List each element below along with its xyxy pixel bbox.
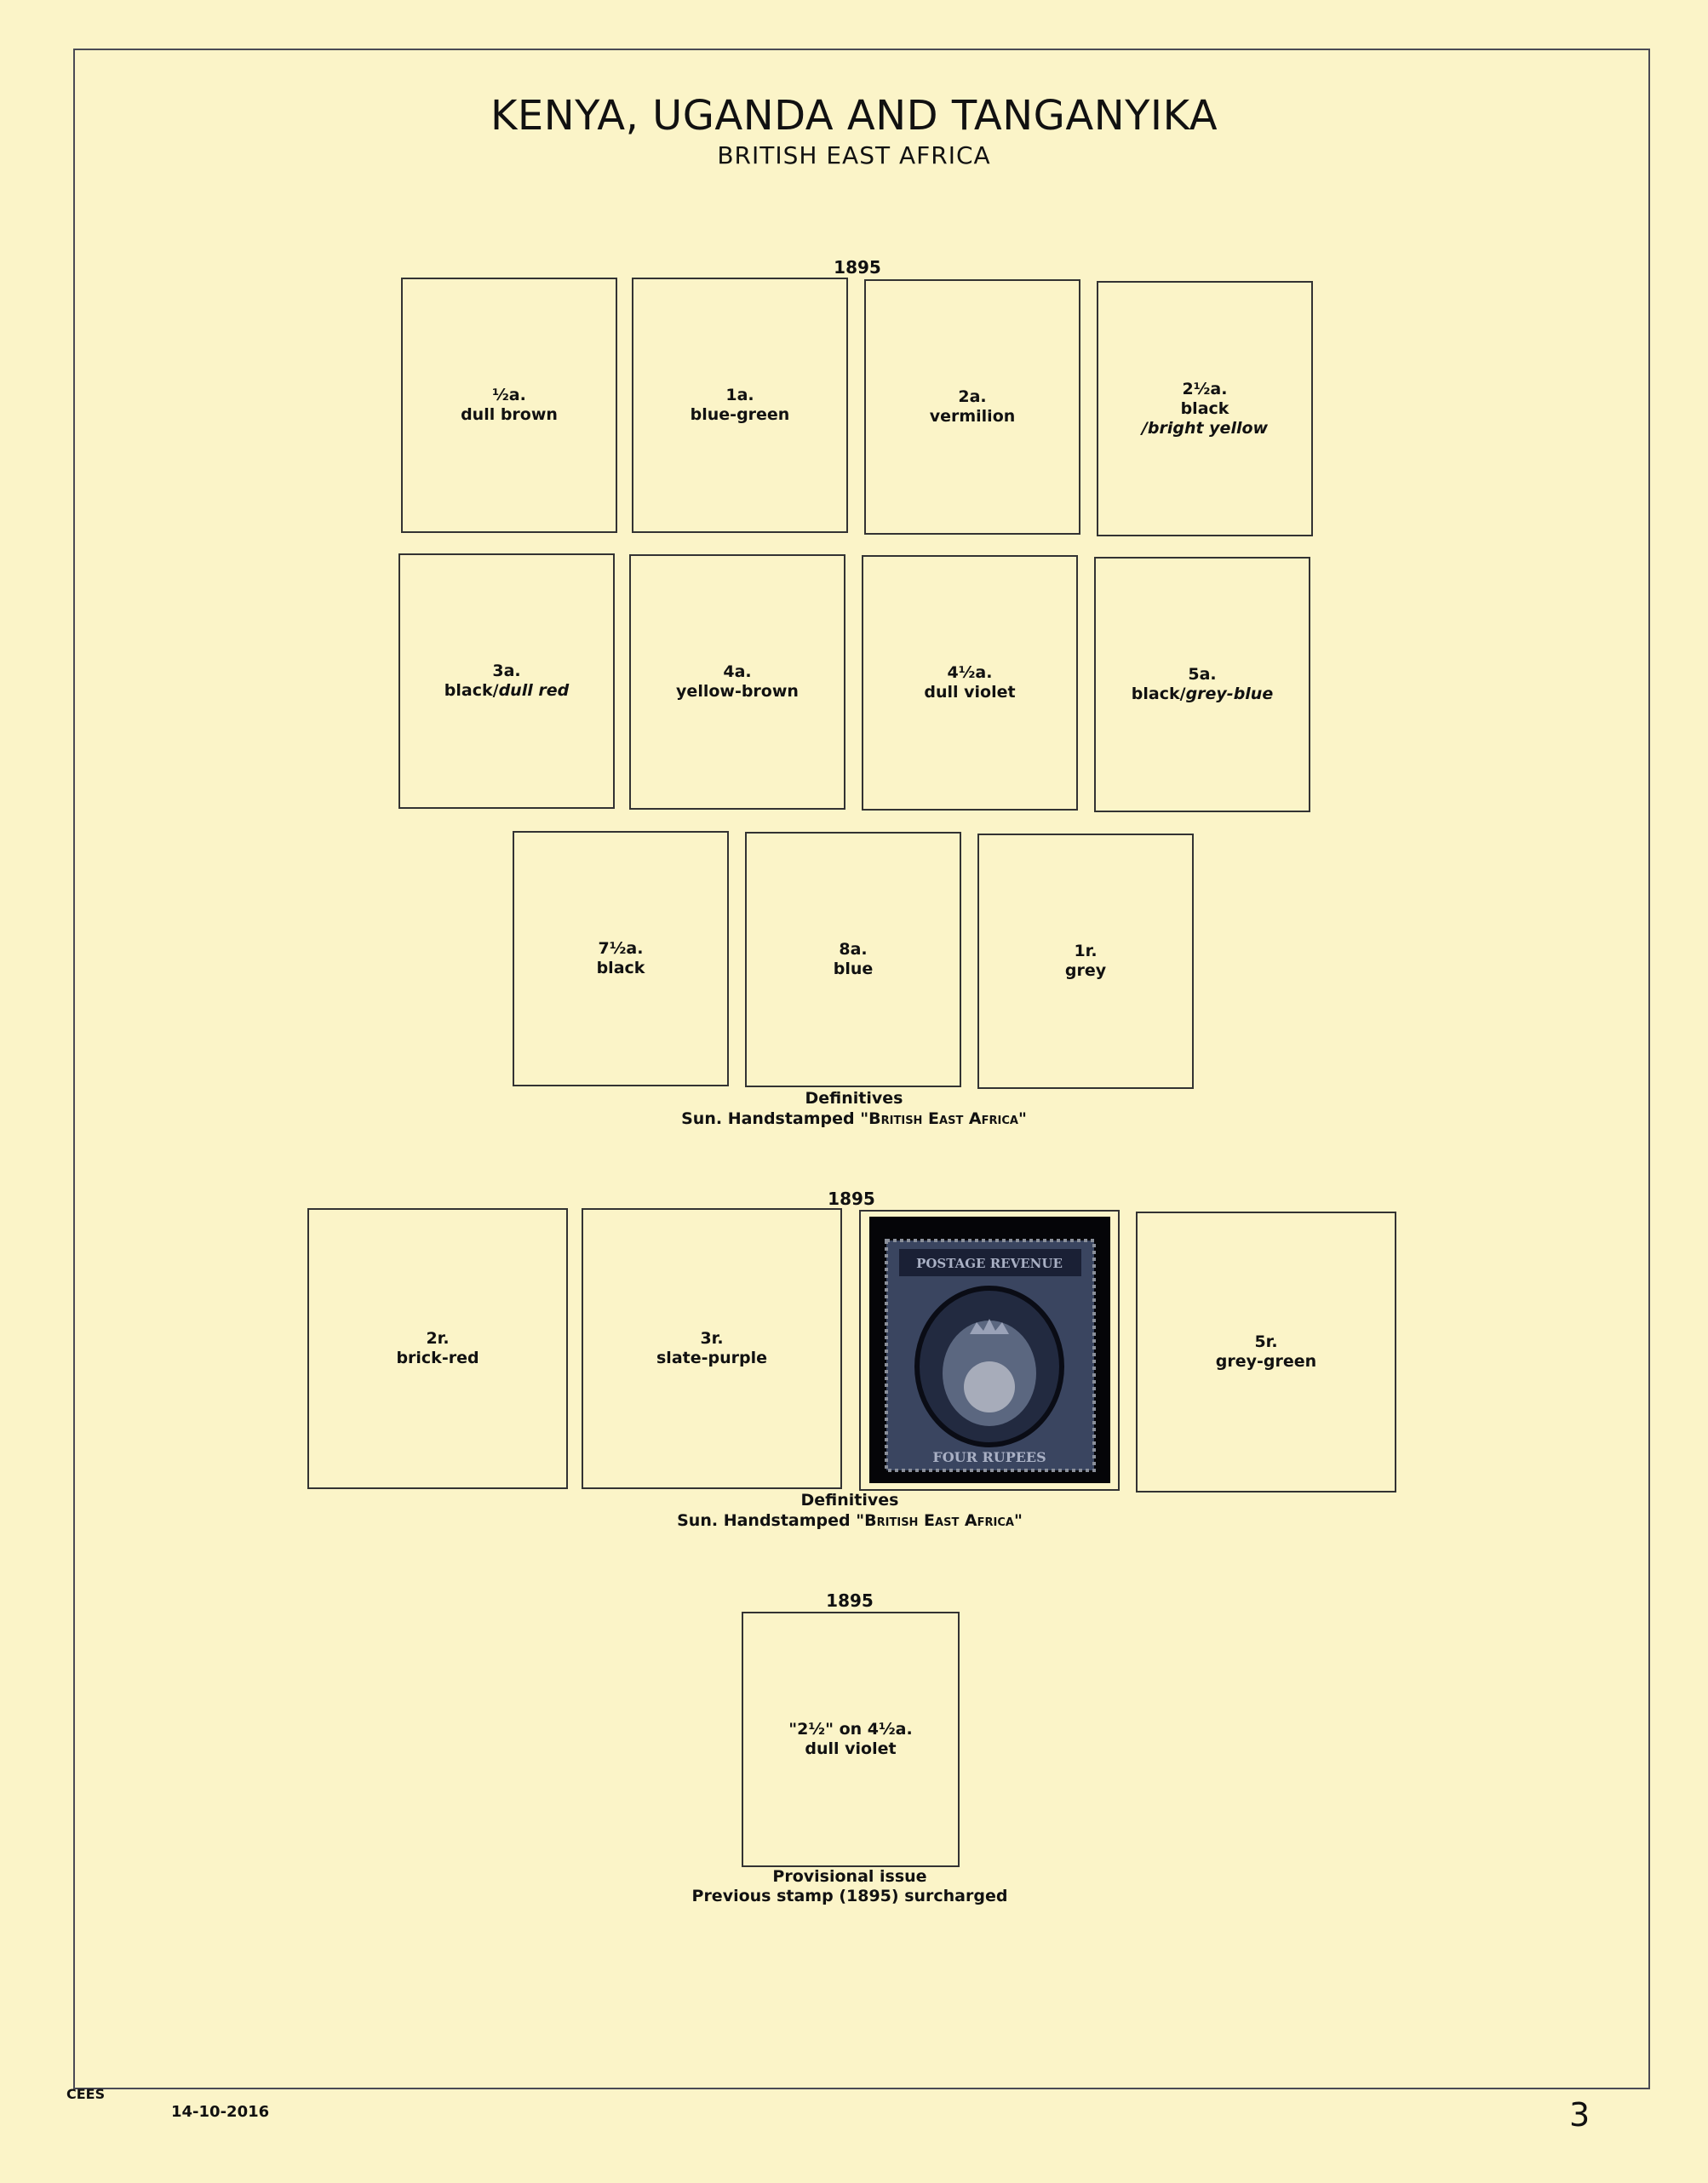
stamp-slot: 2½a.black/bright yellow xyxy=(1097,281,1313,536)
stamp-image: POSTAGE REVENUE FOUR RUPEES xyxy=(868,1217,1110,1483)
stamp-slot: POSTAGE REVENUE FOUR RUPEES xyxy=(859,1210,1120,1491)
stamp-value: 3r. xyxy=(700,1329,724,1348)
stamp-color: black/dull red xyxy=(444,681,570,700)
page-border xyxy=(73,49,1650,2089)
stamp-value: 7½a. xyxy=(598,939,644,958)
page-title: KENYA, UGANDA AND TANGANYIKA xyxy=(490,92,1218,140)
section-year: 1895 xyxy=(826,1590,874,1611)
stamp-value: 5r. xyxy=(1254,1332,1278,1351)
stamp-slot: 4½a.dull violet xyxy=(862,555,1078,811)
stamp-value: 8a. xyxy=(839,940,868,959)
stamp-color: black xyxy=(1180,398,1229,418)
stamp-color: grey xyxy=(1064,961,1107,980)
footer-author: CEES xyxy=(66,2086,106,2102)
stamp-value: 4a. xyxy=(723,662,752,681)
stamp-slot: 2r.brick-red xyxy=(307,1208,568,1489)
stamp-value: 1a. xyxy=(725,386,754,404)
stamp-value: 5a. xyxy=(1188,665,1217,684)
stamp-value: ½a. xyxy=(492,386,526,404)
section-subcaption: Sun. Handstamped "British East Africa" xyxy=(681,1109,1027,1128)
stamp-value: 1r. xyxy=(1074,942,1098,960)
stamp-value: 2a. xyxy=(958,387,987,406)
stamp-value: 2½a. xyxy=(1182,379,1228,398)
stamp-value: 4½a. xyxy=(947,663,993,682)
stamp-value: 2r. xyxy=(426,1329,450,1348)
stamp-slot: 2a.vermilion xyxy=(864,279,1080,535)
stamp-color: vermilion xyxy=(929,407,1016,426)
stamp-slot: 1a.blue-green xyxy=(632,278,848,533)
stamp-paper-color: /bright yellow xyxy=(1141,418,1269,438)
stamp-value: "2½" on 4½a. xyxy=(788,1720,913,1739)
stamp-slot: 4a.yellow-brown xyxy=(629,554,845,810)
stamp-color: brick-red xyxy=(396,1349,479,1367)
section-caption: Definitives xyxy=(805,1089,903,1108)
stamp-slot: 8a.blue xyxy=(745,832,961,1087)
stamp-slot: 7½a.black xyxy=(513,831,729,1086)
stamp-text-bottom: FOUR RUPEES xyxy=(932,1449,1046,1465)
page-subtitle: BRITISH EAST AFRICA xyxy=(717,141,991,169)
section-subcaption: Sun. Handstamped "British East Africa" xyxy=(677,1511,1023,1530)
section-caption: Definitives xyxy=(800,1491,899,1510)
section-subcaption: Previous stamp (1895) surcharged xyxy=(691,1887,1008,1905)
stamp-color: yellow-brown xyxy=(676,682,799,701)
section-caption: Provisional issue xyxy=(772,1867,927,1886)
stamp-color: blue-green xyxy=(690,405,790,424)
section-year: 1895 xyxy=(828,1189,875,1209)
stamp-slot: 5a.black/grey-blue xyxy=(1094,557,1310,812)
stamp-color: slate-purple xyxy=(656,1349,767,1367)
stamp-slot: 5r.grey-green xyxy=(1136,1212,1396,1493)
stamp-color: dull violet xyxy=(805,1739,897,1758)
footer-date: 14-10-2016 xyxy=(171,2103,270,2121)
stamp-slot: 1r.grey xyxy=(977,834,1194,1089)
stamp-slot: "2½" on 4½a. dull violet xyxy=(742,1612,960,1867)
stamp-text-top: POSTAGE REVENUE xyxy=(916,1256,1063,1271)
stamp-color: blue xyxy=(833,960,874,978)
stamp-color: dull brown xyxy=(461,405,558,424)
stamp-slot: 3a.black/dull red xyxy=(398,553,615,809)
stamp-value: 3a. xyxy=(492,662,521,680)
stamp-slot: 3r.slate-purple xyxy=(582,1208,842,1489)
page-number: 3 xyxy=(1569,2096,1591,2134)
stamp-color: black xyxy=(596,959,645,977)
section-year: 1895 xyxy=(834,257,881,278)
stamp-color: dull violet xyxy=(924,683,1016,702)
stamp-color: black/grey-blue xyxy=(1131,685,1274,703)
stamp-slot: ½a.dull brown xyxy=(401,278,617,533)
stamp-color: grey-green xyxy=(1215,1352,1317,1371)
